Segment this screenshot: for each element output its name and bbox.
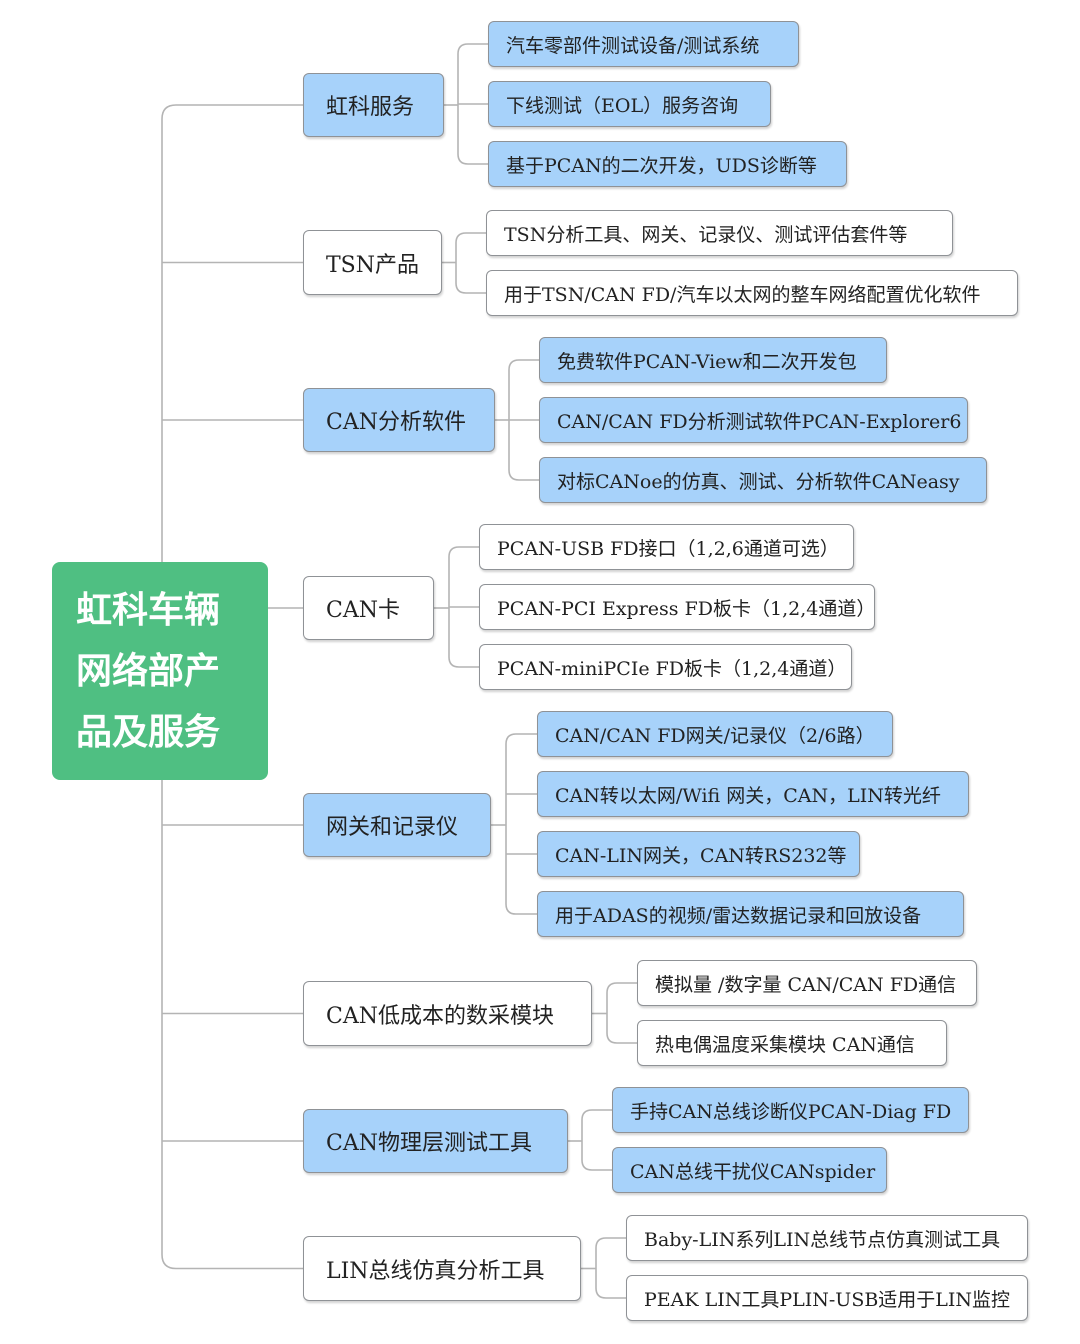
category-label: LIN总线仿真分析工具 [326, 1258, 545, 1284]
category-label: CAN低成本的数采模块 [326, 1003, 554, 1029]
leaf-label: PCAN-PCI Express FD板卡（1,2,4通道） [497, 597, 875, 620]
category-node: 虹科服务 [303, 73, 444, 137]
leaf-link-line [606, 982, 637, 994]
leaf-label: CAN/CAN FD网关/记录仪（2/6路） [555, 724, 875, 747]
leaf-node: 用于TSN/CAN FD/汽车以太网的整车网络配置优化软件 [486, 270, 1018, 316]
category-node: CAN物理层测试工具 [303, 1109, 568, 1173]
leaf-node: 手持CAN总线诊断仪PCAN-Diag FD [612, 1087, 969, 1133]
leaf-node: CAN转以太网/Wifi 网关，CAN，LIN转光纤 [537, 771, 969, 817]
leaf-label: CAN-LIN网关，CAN转RS232等 [555, 844, 847, 867]
branch-line [161, 1254, 303, 1270]
leaf-link-line [455, 232, 486, 244]
category-label: 虹科服务 [326, 95, 415, 120]
root-label: 虹科车辆网络部产品及服务 [76, 589, 221, 753]
leaf-label: TSN分析工具、网关、记录仪、测试评估套件等 [504, 223, 908, 246]
leaf-label: 下线测试（EOL）服务咨询 [506, 94, 739, 117]
leaf-link-line [581, 1109, 612, 1121]
category-node: LIN总线仿真分析工具 [303, 1236, 581, 1301]
leaf-node: CAN-LIN网关，CAN转RS232等 [537, 831, 860, 877]
root-node: 虹科车辆网络部产品及服务 [52, 562, 268, 780]
leaf-node: 热电偶温度采集模块 CAN通信 [637, 1020, 947, 1066]
leaf-node: CAN总线干扰仪CANspider [612, 1147, 887, 1193]
category-label: 网关和记录仪 [326, 815, 459, 840]
leaf-label: 免费软件PCAN-View和二次开发包 [557, 350, 857, 373]
leaf-label: 基于PCAN的二次开发，UDS诊断等 [506, 154, 817, 177]
leaf-label: 手持CAN总线诊断仪PCAN-Diag FD [630, 1100, 952, 1123]
leaf-node: 模拟量 /数字量 CAN/CAN FD通信 [637, 960, 977, 1006]
leaf-node: Baby-LIN系列LIN总线节点仿真测试工具 [626, 1215, 1028, 1261]
leaf-node: PCAN-miniPCIe FD板卡（1,2,4通道） [479, 644, 852, 690]
leaf-link-line [448, 546, 479, 558]
branch-line [161, 104, 303, 120]
leaf-node: 汽车零部件测试设备/测试系统 [488, 21, 799, 67]
leaf-label: 用于ADAS的视频/雷达数据记录和回放设备 [555, 904, 922, 927]
leaf-node: TSN分析工具、网关、记录仪、测试评估套件等 [486, 210, 953, 256]
leaf-link-line [595, 1287, 626, 1299]
leaf-node: 下线测试（EOL）服务咨询 [488, 81, 771, 127]
leaf-label: Baby-LIN系列LIN总线节点仿真测试工具 [644, 1228, 1001, 1251]
category-label: CAN卡 [326, 598, 400, 623]
leaf-label: PEAK LIN工具PLIN-USB适用于LIN监控 [644, 1288, 1011, 1311]
leaf-link-line [457, 43, 488, 55]
category-node: TSN产品 [303, 230, 442, 295]
leaf-label: 用于TSN/CAN FD/汽车以太网的整车网络配置优化软件 [504, 283, 981, 306]
leaf-link-line [455, 282, 486, 294]
leaf-link-line [581, 1159, 612, 1171]
category-node: CAN低成本的数采模块 [303, 981, 592, 1046]
leaf-node: PCAN-USB FD接口（1,2,6通道可选） [479, 524, 854, 570]
leaf-node: 免费软件PCAN-View和二次开发包 [539, 337, 887, 383]
leaf-link-line [505, 903, 537, 915]
leaf-link-line [595, 1237, 626, 1249]
category-label: CAN物理层测试工具 [326, 1131, 532, 1156]
leaf-node: 基于PCAN的二次开发，UDS诊断等 [488, 141, 847, 187]
leaf-node: 用于ADAS的视频/雷达数据记录和回放设备 [537, 891, 964, 937]
leaf-label: PCAN-USB FD接口（1,2,6通道可选） [497, 537, 839, 560]
leaf-node: 对标CANoe的仿真、测试、分析软件CANeasy [539, 457, 987, 503]
leaf-node: PEAK LIN工具PLIN-USB适用于LIN监控 [626, 1275, 1028, 1321]
leaf-node: PCAN-PCI Express FD板卡（1,2,4通道） [479, 584, 875, 630]
category-node: CAN卡 [303, 576, 434, 640]
leaf-label: 汽车零部件测试设备/测试系统 [506, 34, 760, 57]
leaf-label: PCAN-miniPCIe FD板卡（1,2,4通道） [497, 657, 847, 680]
leaf-label: 热电偶温度采集模块 CAN通信 [655, 1033, 915, 1056]
leaf-node: CAN/CAN FD网关/记录仪（2/6路） [537, 711, 893, 757]
leaf-link-line [508, 469, 539, 481]
leaf-label: CAN转以太网/Wifi 网关，CAN，LIN转光纤 [555, 784, 941, 807]
leaf-link-line [508, 359, 539, 371]
category-node: 网关和记录仪 [303, 793, 491, 857]
leaf-label: 对标CANoe的仿真、测试、分析软件CANeasy [557, 470, 960, 493]
leaf-label: CAN总线干扰仪CANspider [630, 1160, 876, 1183]
leaf-label: CAN/CAN FD分析测试软件PCAN-Explorer6 [557, 410, 962, 433]
category-node: CAN分析软件 [303, 388, 495, 452]
leaf-link-line [448, 656, 479, 668]
leaf-link-line [505, 733, 537, 745]
leaf-link-line [457, 153, 488, 165]
leaf-link-line [606, 1032, 637, 1044]
leaf-label: 模拟量 /数字量 CAN/CAN FD通信 [655, 973, 957, 996]
category-label: CAN分析软件 [326, 410, 466, 435]
category-label: TSN产品 [326, 252, 419, 278]
leaf-node: CAN/CAN FD分析测试软件PCAN-Explorer6 [539, 397, 968, 443]
